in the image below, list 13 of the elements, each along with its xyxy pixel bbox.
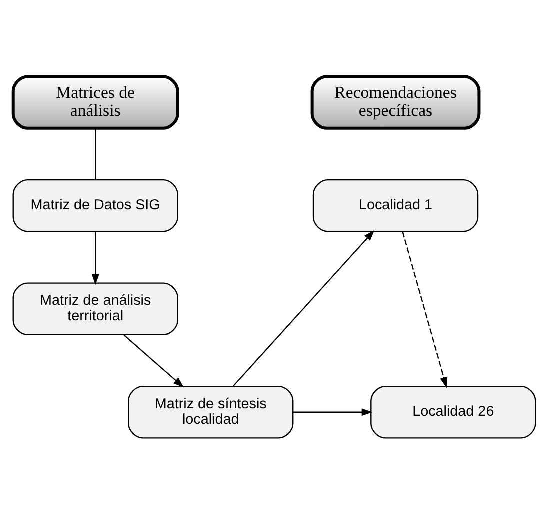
arrow — [92, 232, 100, 286]
node-box: Recomendaciones específicas — [310, 75, 481, 130]
node-box: Matrices de análisis — [12, 75, 180, 130]
node-box: Localidad 1 — [312, 179, 479, 232]
node-box: Localidad 26 — [370, 386, 536, 439]
arrow — [293, 408, 373, 416]
node-box: Matriz de síntesis localidad — [128, 386, 294, 439]
arrow — [232, 230, 375, 387]
node-box: Matriz de análisis territorial — [12, 282, 178, 336]
connector — [95, 128, 96, 180]
node-box: Matriz de Datos SIG — [12, 179, 178, 232]
arrow — [402, 232, 448, 388]
arrow — [124, 334, 184, 388]
